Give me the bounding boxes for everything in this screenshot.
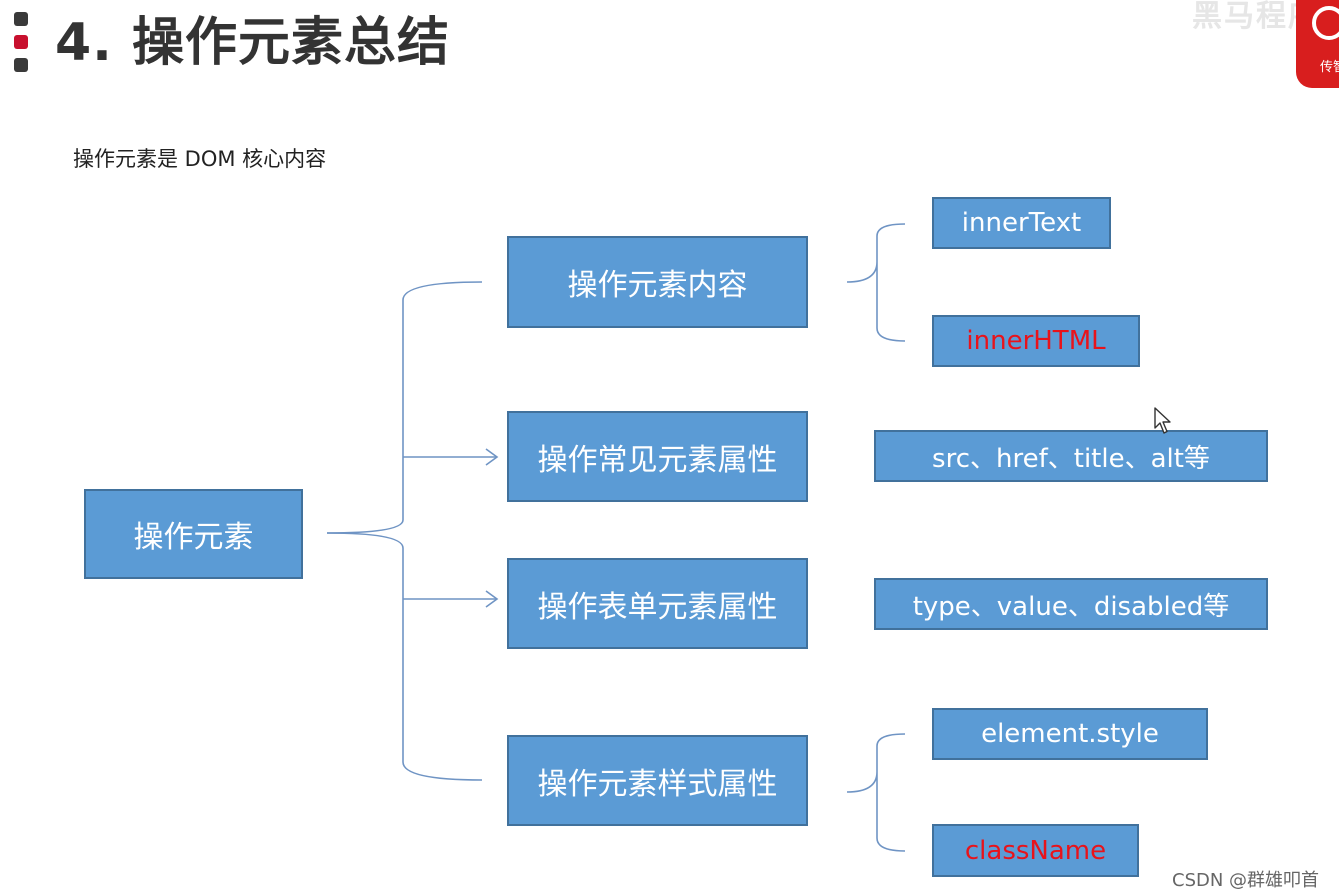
slide-marker-middle: [14, 35, 28, 49]
leaf-node-common-attrs: src、href、title、alt等: [874, 430, 1268, 482]
diagram-root-node: 操作元素: [84, 489, 303, 579]
leaf-node-classname: className: [932, 824, 1139, 877]
branch-node-form-attrs: 操作表单元素属性: [507, 558, 808, 649]
logo-ring-icon: [1312, 6, 1339, 40]
slide-marker-top: [14, 12, 28, 26]
style-bracket: [846, 733, 906, 852]
branch-node-content: 操作元素内容: [507, 236, 808, 328]
footer-credit: CSDN @群雄叩首: [1172, 870, 1320, 891]
brand-logo: 传智: [1296, 0, 1339, 88]
root-bracket: [326, 281, 483, 534]
leaf-node-form-attrs: type、value、disabled等: [874, 578, 1268, 630]
leaf-node-innerhtml: innerHTML: [932, 315, 1140, 367]
content-bracket: [846, 223, 906, 342]
page-subtitle: 操作元素是 DOM 核心内容: [73, 147, 327, 171]
leaf-node-element-style: element.style: [932, 708, 1208, 760]
mouse-pointer-icon: [1154, 407, 1171, 434]
branch-node-style-attrs: 操作元素样式属性: [507, 735, 808, 826]
root-bracket-lower: [326, 532, 483, 781]
arrow-head-3: [485, 590, 499, 608]
logo-text: 传智: [1320, 60, 1339, 75]
branch-node-common-attrs: 操作常见元素属性: [507, 411, 808, 502]
leaf-node-innertext: innerText: [932, 197, 1111, 249]
page-title: 4. 操作元素总结: [55, 13, 451, 73]
arrow-head-2: [485, 448, 499, 466]
slide-marker-bottom: [14, 58, 28, 72]
